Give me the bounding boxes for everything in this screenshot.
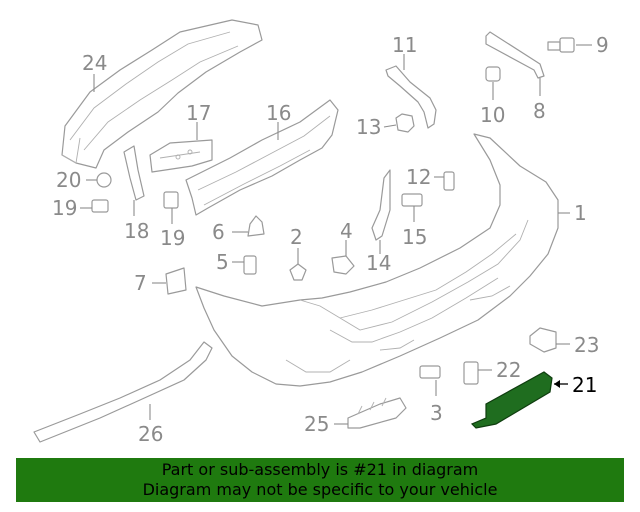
callout-10: 10 <box>480 103 505 127</box>
part-14-bracket <box>371 169 391 254</box>
part-11-bracket <box>385 54 437 129</box>
part-24-rail <box>61 19 263 169</box>
part-15-bolt <box>401 193 423 222</box>
part-13-nut <box>383 113 415 133</box>
part-4-nut <box>331 240 355 275</box>
part-3-bolt <box>419 365 441 396</box>
part-26-molding <box>33 341 213 443</box>
callout-16: 16 <box>266 101 291 125</box>
exploded-parts-diagram: 24 17 16 11 9 10 8 13 12 1 20 19 18 19 6… <box>33 19 609 446</box>
callout-4: 4 <box>340 219 353 243</box>
part-25-reflector <box>334 397 407 429</box>
callout-2: 2 <box>290 225 303 249</box>
callout-11: 11 <box>392 33 417 57</box>
part-12-screw <box>434 171 455 191</box>
callout-labels: 24 17 16 11 9 10 8 13 12 1 20 19 18 19 6… <box>52 33 609 446</box>
callout-21-highlighted: 21 <box>572 373 597 397</box>
callout-7: 7 <box>134 271 147 295</box>
banner-line-disclaimer: Diagram may not be specific to your vehi… <box>142 480 498 499</box>
callout-23: 23 <box>574 333 599 357</box>
part-21-trim-highlighted <box>470 371 568 429</box>
part-23-bracket <box>529 327 570 353</box>
part-8-strip <box>485 31 545 96</box>
callout-13: 13 <box>356 115 381 139</box>
info-banner: Part or sub-assembly is #21 in diagram D… <box>16 458 624 502</box>
callout-12: 12 <box>406 165 431 189</box>
part-16-absorber <box>185 99 339 216</box>
part-5-bolt <box>232 255 257 275</box>
part-6-clip <box>232 215 265 237</box>
part-20-nut <box>86 172 112 188</box>
callout-19-center: 19 <box>160 226 185 250</box>
part-22-bolt <box>463 361 492 385</box>
banner-line-part-number: Part or sub-assembly is #21 in diagram <box>161 460 479 479</box>
callout-24: 24 <box>82 51 107 75</box>
callout-14: 14 <box>366 251 391 275</box>
callout-19-left: 19 <box>52 196 77 220</box>
part-2-pin <box>289 248 307 281</box>
part-17-bracket <box>149 122 213 173</box>
part-18-bracket <box>123 145 145 216</box>
callout-15: 15 <box>402 225 427 249</box>
callout-6: 6 <box>212 220 225 244</box>
callout-20: 20 <box>56 168 81 192</box>
callout-3: 3 <box>430 401 443 425</box>
part-7-clip <box>152 267 187 295</box>
part-10-clip <box>485 66 501 100</box>
callout-8: 8 <box>533 99 546 123</box>
callout-5: 5 <box>216 250 229 274</box>
callout-18: 18 <box>124 219 149 243</box>
callout-26: 26 <box>138 422 163 446</box>
part-19-bolt-center <box>163 191 179 224</box>
callout-9: 9 <box>596 33 609 57</box>
callout-22: 22 <box>496 358 521 382</box>
part-9-bolt <box>547 37 592 53</box>
callout-17: 17 <box>186 101 211 125</box>
part-1-bumper-cover <box>195 133 570 387</box>
callout-1: 1 <box>574 201 587 225</box>
callout-25: 25 <box>304 412 329 436</box>
part-19-bolt-left <box>80 199 109 213</box>
